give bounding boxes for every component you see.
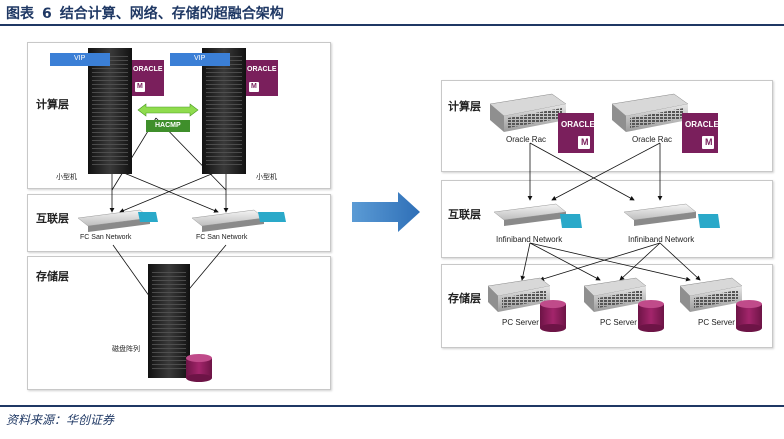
right-oracle-m-1: M (581, 137, 589, 147)
right-storage-server-2 (583, 277, 647, 312)
oracle-rac-label-1: Oracle Rac (506, 135, 547, 144)
left-oracle-text-1: ORACLE (133, 66, 163, 73)
right-disk-cylinder-1 (540, 300, 566, 332)
figure-title-prefix: 图表 (6, 6, 34, 22)
fc-san-label-2: FC San Network (196, 234, 248, 241)
minicomputer-label-2: 小型机 (256, 173, 277, 181)
infiniband-label-2: Infiniband Network (628, 235, 695, 244)
left-oracle-tile-2 (246, 60, 278, 96)
vip-badge-1 (50, 53, 110, 66)
hacmp-label: HACMP (155, 122, 181, 129)
left-rack-2 (202, 48, 246, 174)
vip-label-1: VIP (74, 55, 86, 62)
top-rule (0, 24, 784, 26)
left-oracle-text-2: ORACLE (247, 66, 277, 73)
pc-server-label-2: PC Server (600, 318, 637, 327)
right-storage-server-3 (679, 277, 743, 312)
right-compute-server-1 (489, 93, 567, 132)
right-switch-1 (493, 203, 582, 228)
hacmp-link (137, 103, 199, 132)
left-network-layer-label: 互联层 (36, 212, 69, 225)
figure-title: 图表 6 结合计算、网络、存储的超融合架构 (6, 3, 284, 23)
right-storage-layer-label: 存储层 (448, 292, 481, 305)
right-oracle-tile-1 (558, 113, 594, 153)
left-switch-2 (191, 209, 286, 232)
pc-server-label-1: PC Server (502, 318, 539, 327)
left-compute-layer-label: 计算层 (36, 98, 69, 111)
transition-arrow (352, 192, 420, 232)
right-oracle-tile-2 (682, 113, 718, 153)
pc-server-label-3: PC Server (698, 318, 735, 327)
right-connection-lines (520, 142, 701, 282)
figure-title-text: 结合计算、网络、存储的超融合架构 (59, 6, 284, 22)
vip-badge-2 (170, 53, 230, 66)
disk-array (148, 264, 190, 378)
left-rack-1 (88, 48, 132, 174)
left-storage-layer-label: 存储层 (36, 270, 69, 283)
right-network-layer-label: 互联层 (448, 208, 481, 221)
infiniband-label-1: Infiniband Network (496, 235, 563, 244)
left-oracle-tile-1 (132, 60, 164, 96)
source-note: 资料来源：华创证券 (6, 413, 115, 427)
minicomputer-label-1: 小型机 (56, 173, 77, 181)
figure-number: 6 (42, 6, 52, 22)
right-switch-2 (623, 203, 720, 228)
right-compute-layer-label: 计算层 (448, 100, 481, 113)
oracle-rac-label-2: Oracle Rac (632, 135, 673, 144)
fc-san-label-1: FC San Network (80, 234, 132, 241)
vip-label-2: VIP (194, 55, 206, 62)
left-switch-1 (77, 209, 158, 232)
right-compute-server-2 (611, 93, 689, 132)
bottom-rule (0, 405, 784, 407)
disk-array-label: 磁盘阵列 (112, 345, 140, 353)
left-network-layer (27, 194, 331, 252)
left-compute-layer (27, 42, 331, 189)
right-storage-server-1 (487, 277, 551, 312)
right-oracle-text-2: ORACLE (685, 120, 719, 129)
left-disk-cylinder (186, 354, 212, 382)
right-oracle-m-2: M (705, 137, 713, 147)
right-disk-cylinder-3 (736, 300, 762, 332)
right-disk-cylinder-2 (638, 300, 664, 332)
left-oracle-m-2: M (251, 83, 257, 90)
right-oracle-text-1: ORACLE (561, 120, 595, 129)
left-oracle-m-1: M (137, 83, 143, 90)
